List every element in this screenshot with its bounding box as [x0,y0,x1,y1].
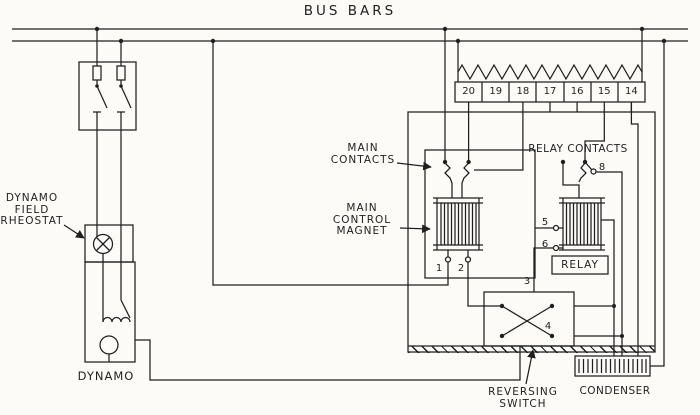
terminal-cell-19: 19 [489,86,503,97]
terminal-number-6: 6 [541,239,549,250]
terminal-number-2: 2 [457,263,465,274]
dynamo-return-wire [135,339,521,381]
terminal-cell-15: 15 [597,86,611,97]
bus-bars [12,28,688,42]
resistor-terminal-strip: 20 19 18 17 16 15 14 [455,82,645,102]
relay-contacts-label: RELAY CONTACTS [528,143,628,155]
relay-label: RELAY [561,259,599,271]
reversing-switch [483,291,624,347]
terminal-cell-20: 20 [462,86,475,97]
terminal-number-8: 8 [598,162,606,173]
field-rheostat [84,224,134,263]
reversing-switch-arrow [525,349,536,385]
right-wire-bundle [630,41,665,367]
label-arrows [63,161,536,385]
main-contacts [442,112,524,198]
enclosure-base-hatch [408,346,655,353]
terminal-cell-17: 17 [543,86,557,97]
relay-contacts [560,112,623,356]
condenser-label: CONDENSER [579,385,651,397]
bus-bars-label: BUS BARS [303,3,397,19]
resistor-bank [454,29,646,112]
rheostat-arrow [63,224,85,239]
terminal-cell-16: 16 [570,86,584,97]
knife-switch [78,29,137,131]
terminal-cell-18: 18 [516,86,530,97]
terminal-cell-14: 14 [625,86,638,97]
terminal-number-3: 3 [523,276,531,287]
main-contacts-label: MAIN CONTACTS [330,142,396,166]
main-contacts-arrow [396,161,432,171]
left-feeder-wires [96,130,122,225]
main-control-magnet [212,41,502,307]
main-magnet-arrow [399,224,431,234]
terminal-number-5: 5 [541,217,549,228]
condenser [574,355,651,377]
dynamo [84,261,136,363]
dynamo-label: DYNAMO [77,369,135,383]
main-control-magnet-label: MAIN CONTROL MAGNET [332,202,392,237]
relay-coil [533,197,615,356]
terminal-number-1: 1 [435,263,443,274]
reversing-switch-label: REVERSING SWITCH [488,386,558,410]
terminal-number-4: 4 [544,321,552,332]
dynamo-field-rheostat-label: DYNAMO FIELD RHEOSTAT [0,192,64,227]
